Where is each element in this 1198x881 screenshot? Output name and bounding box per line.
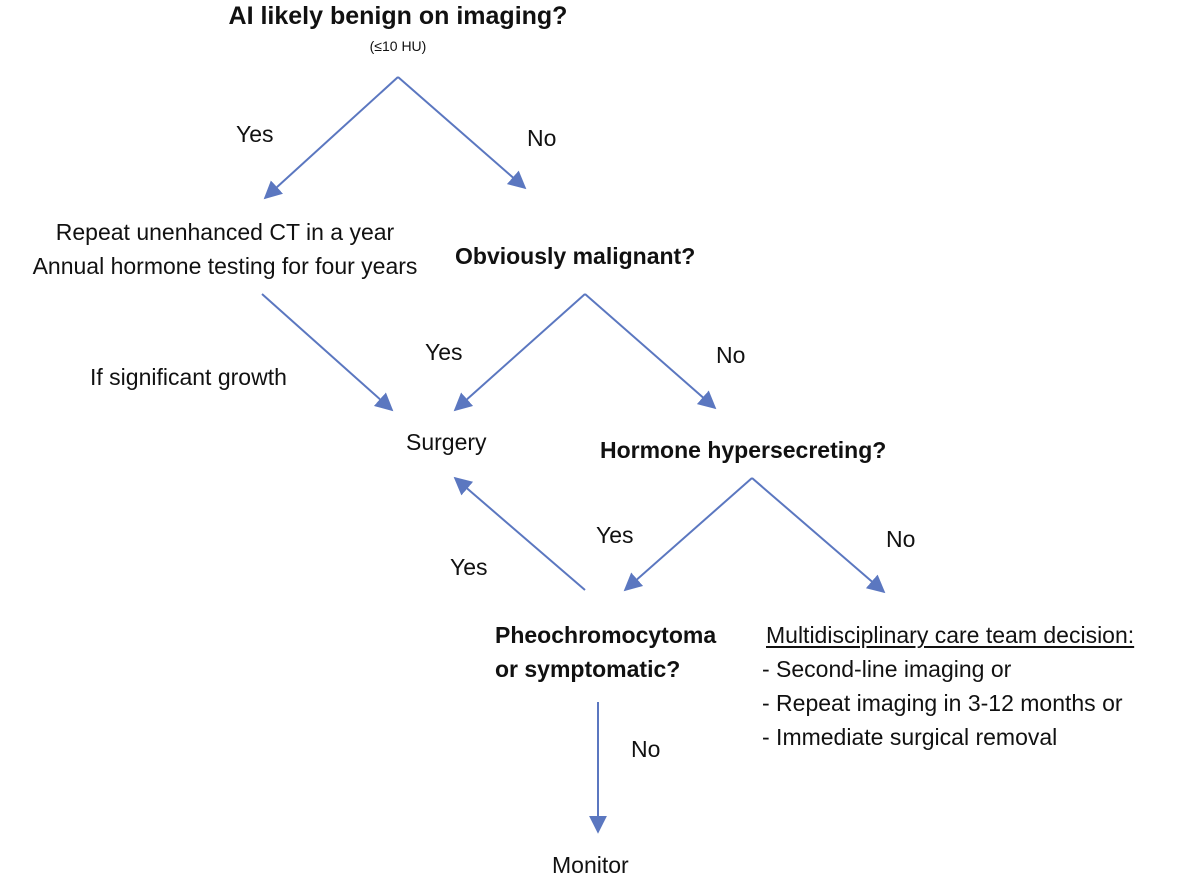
arrow-q2-yes <box>453 293 586 412</box>
question-benign-threshold: (≤10 HU) <box>369 38 427 54</box>
label-hormone-yes: Yes <box>596 522 634 548</box>
arrow-q3-yes <box>623 477 753 592</box>
label-pheo-no: No <box>631 736 661 762</box>
label-malignant-yes: Yes <box>425 339 463 365</box>
arrow-growth-to-surgery <box>261 293 394 412</box>
question-benign-title: AI likely benign on imaging? <box>228 2 568 30</box>
question-pheo-line2: or symptomatic? <box>495 656 681 682</box>
benign-action-line1: Repeat unenhanced CT in a year <box>55 219 395 245</box>
node-monitor: Monitor <box>552 852 629 878</box>
label-benign-yes: Yes <box>236 121 274 147</box>
label-pheo-yes: Yes <box>450 554 488 580</box>
benign-action-line2: Annual hormone testing for four years <box>32 253 418 279</box>
node-surgery: Surgery <box>406 429 487 455</box>
mdt-item: - Second-line imaging or <box>762 656 1012 682</box>
mdt-title: Multidisciplinary care team decision: <box>766 622 1135 648</box>
question-malignant: Obviously malignant? <box>455 243 696 269</box>
mdt-item: - Repeat imaging in 3-12 months or <box>762 690 1123 716</box>
label-benign-no: No <box>527 125 557 151</box>
label-significant-growth: If significant growth <box>90 364 287 390</box>
arrow-q4-yes <box>453 476 586 591</box>
label-hormone-no: No <box>886 526 916 552</box>
arrow-q2-no <box>584 293 717 410</box>
question-hormone: Hormone hypersecreting? <box>600 437 887 463</box>
label-malignant-no: No <box>716 342 746 368</box>
arrow-q1-no <box>397 76 527 190</box>
arrow-q3-no <box>751 477 886 594</box>
question-pheo-line1: Pheochromocytoma <box>495 622 717 648</box>
arrow-q1-yes <box>263 76 399 200</box>
mdt-item: - Immediate surgical removal <box>762 724 1058 750</box>
